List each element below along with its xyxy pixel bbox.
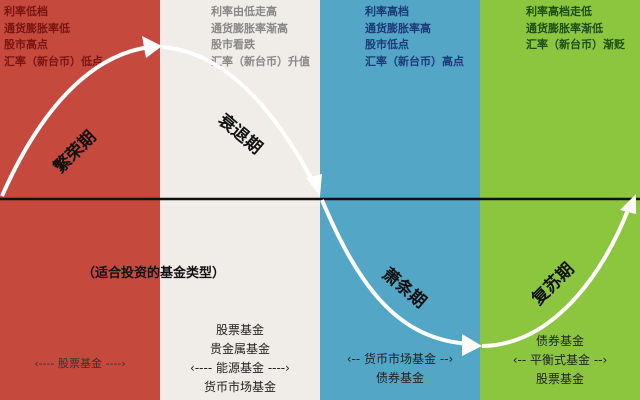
fund: 货币市场基金 xyxy=(363,352,436,366)
recession-arrow xyxy=(161,45,314,181)
condition: 通货膨胀率渐低 xyxy=(526,21,603,35)
fund: 股票基金 xyxy=(215,323,264,337)
condition: 利率低档 xyxy=(4,5,48,18)
fund: 能源基金 xyxy=(215,361,264,375)
condition: 汇率（新台币）渐贬 xyxy=(526,38,625,51)
arrowhead xyxy=(306,174,322,196)
recession-funds: 股票基金 贵金属基金 ‹‑‑‑‑ 能源基金 ‑‑‑‑› 货币市场基金 xyxy=(160,321,320,397)
fund-types-heading: （适合投资的基金类型） xyxy=(82,266,226,281)
arrowhead xyxy=(620,194,636,214)
recovery-funds: 债券基金 ‹‑‑ 平衡式基金 ‑‑› 股票基金 xyxy=(480,332,640,389)
arrowhead xyxy=(462,334,482,356)
fund: 股票基金 xyxy=(535,372,584,386)
condition: 股市高点 xyxy=(4,38,48,51)
fund: 货币市场基金 xyxy=(203,380,276,394)
depression-funds: ‹‑‑ 货币市场基金 ‑‑› 债券基金 xyxy=(320,350,480,388)
condition: 利率高档 xyxy=(365,5,409,18)
condition: 通货膨胀率渐高 xyxy=(211,21,288,35)
condition: 股市看跌 xyxy=(211,38,255,51)
fund: 债券基金 xyxy=(375,371,424,385)
condition: 利率高档走低 xyxy=(526,5,592,18)
depression-conditions: 利率高档 通货膨胀率高 股市低点 汇率（新台币）高点 xyxy=(365,4,464,70)
recovery-arrow xyxy=(481,209,630,348)
condition: 通货膨胀率高 xyxy=(365,21,431,35)
fund: 贵金属基金 xyxy=(209,342,270,356)
fund: 债券基金 xyxy=(535,334,584,348)
recession-conditions: 利率由低走高 通货膨胀率渐高 股市看跌 汇率（新台币）升值 xyxy=(211,4,310,70)
depression-arrow xyxy=(320,199,471,346)
condition: 利率由低走高 xyxy=(211,5,277,18)
boom-funds: ‹‑‑‑‑ 股票基金 ‑‑‑‑› xyxy=(34,357,126,370)
recovery-conditions: 利率高档走低 通货膨胀率渐低 汇率（新台币）渐贬 xyxy=(526,4,625,54)
condition: 汇率（新台币）高点 xyxy=(365,54,464,68)
boom-conditions: 利率低档 通货膨胀率低 股市高点 汇率（新台币）低点 xyxy=(4,4,103,70)
condition: 汇率（新台币）低点 xyxy=(4,54,103,68)
fund: 平衡式基金 xyxy=(529,353,590,367)
arrowhead xyxy=(142,36,162,58)
fund: 股票基金 xyxy=(58,357,102,370)
boom-arrow xyxy=(0,45,151,197)
condition: 股市低点 xyxy=(365,38,409,51)
condition: 通货膨胀率低 xyxy=(4,21,70,35)
condition: 汇率（新台币）升值 xyxy=(211,54,310,68)
